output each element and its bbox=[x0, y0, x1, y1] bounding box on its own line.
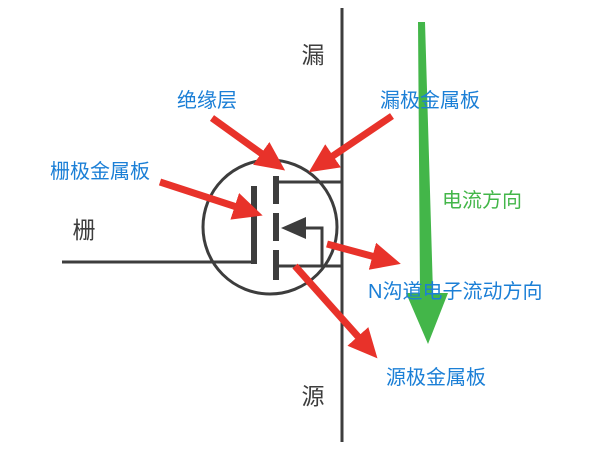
drain-terminal-label: 漏 bbox=[302, 42, 325, 68]
annotation-arrow-insulation bbox=[209, 115, 286, 171]
annotation-arrow-gate-plate bbox=[158, 178, 263, 220]
current-direction-label: 电流方向 bbox=[442, 189, 522, 212]
body-arrow bbox=[281, 217, 306, 239]
body-tap-line bbox=[303, 226, 324, 266]
drain-plate-label: 漏极金属板 bbox=[380, 89, 480, 112]
insulation-layer-label: 绝缘层 bbox=[177, 89, 237, 112]
channel-flow-label: N沟道电子流动方向 bbox=[368, 280, 542, 303]
annotation-arrow-channel-flow bbox=[326, 240, 401, 270]
gate-plate-label: 栅极金属板 bbox=[50, 160, 150, 183]
current-direction-arrow bbox=[406, 22, 448, 344]
source-plate-label: 源极金属板 bbox=[386, 366, 486, 389]
source-terminal-label: 源 bbox=[302, 383, 325, 409]
gate-terminal-label: 栅 bbox=[73, 217, 96, 243]
annotation-arrow-source-plate bbox=[292, 263, 378, 359]
annotation-arrow-drain-plate bbox=[308, 113, 394, 173]
